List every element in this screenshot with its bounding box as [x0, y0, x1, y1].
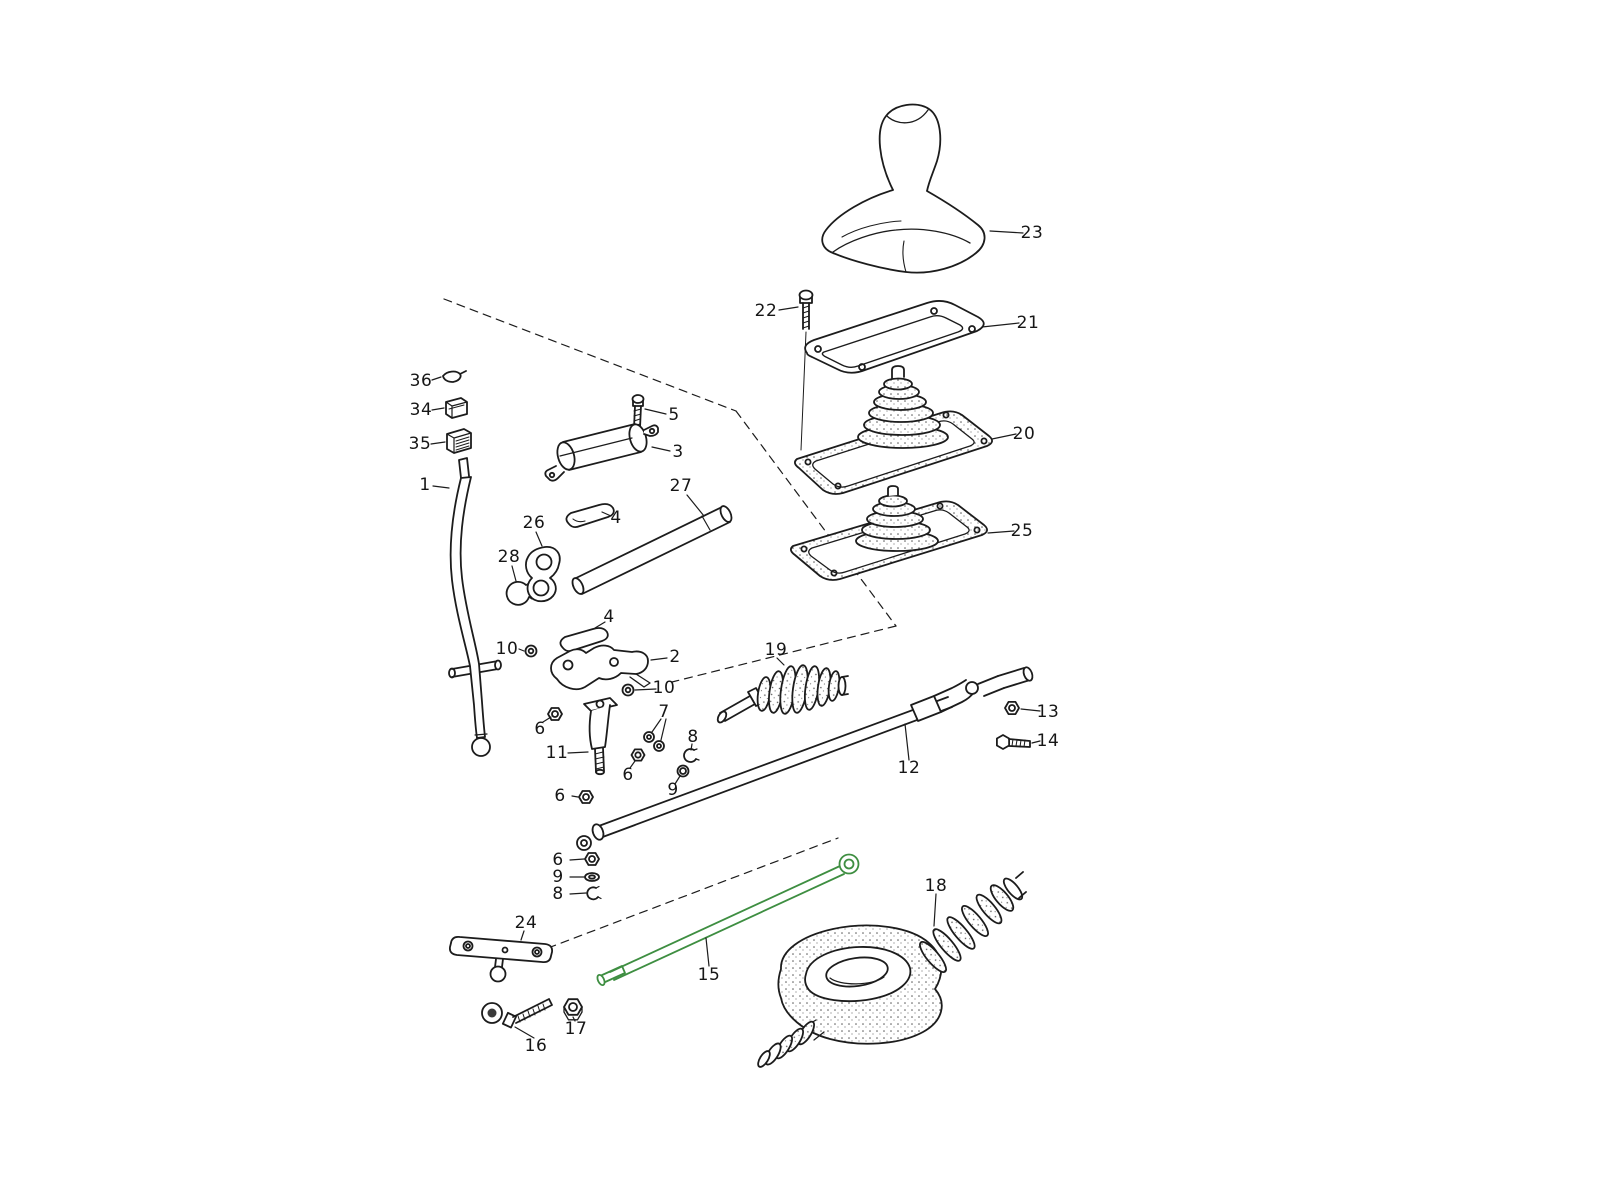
part-3-clamp	[544, 423, 659, 482]
part-label-20: 20	[1012, 424, 1036, 444]
part-label-5: 5	[668, 405, 680, 425]
part-label-21: 21	[1016, 313, 1040, 333]
part-label-14: 14	[1036, 731, 1060, 751]
part-label-8: 8	[687, 727, 699, 747]
part-4-bearing-shell-upper	[565, 503, 615, 529]
part-10-washer-b	[621, 683, 635, 697]
part-6-nut-d	[584, 852, 600, 866]
part-17-nut	[563, 998, 583, 1021]
part-label-10: 10	[495, 639, 519, 659]
part-label-4: 4	[603, 607, 615, 627]
part-label-4: 4	[610, 508, 622, 528]
part-8-clip	[683, 748, 700, 763]
part-13-nut	[1004, 701, 1020, 715]
part-19-bellows	[716, 664, 849, 724]
part-7-washers	[643, 731, 665, 752]
part-label-6: 6	[554, 786, 566, 806]
part-label-25: 25	[1010, 521, 1034, 541]
part-23-shift-knob-boot	[821, 103, 986, 274]
leader-lines	[430, 230, 1041, 1039]
part-22-screw	[798, 289, 814, 330]
part-label-6: 6	[622, 765, 634, 785]
part-20-boot-plate	[794, 365, 993, 495]
part-36-clip	[442, 370, 467, 383]
part-label-22: 22	[754, 301, 778, 321]
part-34-block	[445, 397, 468, 419]
part-label-35: 35	[408, 434, 432, 454]
part-label-9: 9	[667, 780, 679, 800]
part-label-24: 24	[514, 913, 538, 933]
part-label-10: 10	[652, 678, 676, 698]
part-label-36: 36	[409, 371, 433, 391]
part-14-bolt	[996, 734, 1031, 750]
part-label-15: 15	[697, 965, 721, 985]
part-18-tunnel-boot	[757, 871, 1027, 1068]
part-label-19: 19	[764, 640, 788, 660]
part-label-2: 2	[669, 647, 681, 667]
construction-lines	[443, 298, 897, 949]
part-35-ribbed-block	[446, 428, 472, 454]
part-15-selector-rod-highlighted	[596, 853, 860, 987]
part-2-shift-base	[550, 644, 651, 691]
part-6-nut-b	[630, 748, 646, 762]
part-label-8: 8	[552, 884, 564, 904]
part-label-1: 1	[419, 475, 431, 495]
part-label-16: 16	[524, 1036, 548, 1056]
part-16-ball-bolt	[481, 998, 553, 1029]
part-label-13: 13	[1036, 702, 1060, 722]
part-5-screw	[631, 394, 645, 429]
part-21-frame-gasket	[804, 300, 985, 374]
part-label-27: 27	[669, 476, 693, 496]
part-11-bracket	[583, 697, 618, 776]
part-label-6: 6	[534, 719, 546, 739]
part-25-boot-plate-lower	[790, 485, 988, 581]
part-label-28: 28	[497, 547, 521, 567]
part-label-34: 34	[409, 400, 433, 420]
part-label-9: 9	[552, 867, 564, 887]
part-label-26: 26	[522, 513, 546, 533]
part-label-6: 6	[552, 850, 564, 870]
part-label-11: 11	[545, 743, 569, 763]
part-8-clip-b	[586, 885, 602, 901]
part-label-18: 18	[924, 876, 948, 896]
part-label-3: 3	[672, 442, 684, 462]
part-27-tube	[571, 505, 733, 595]
part-1-shift-lever	[448, 457, 502, 757]
part-label-12: 12	[897, 758, 921, 778]
part-24-plate	[448, 935, 554, 983]
part-9-ring-b	[584, 872, 600, 882]
part-6-nut-c	[578, 790, 594, 804]
part-12-shift-rod	[576, 666, 1034, 851]
part-9-ring	[676, 764, 690, 778]
part-label-23: 23	[1020, 223, 1044, 243]
part-label-17: 17	[564, 1019, 588, 1039]
part-26-bracket	[525, 546, 561, 603]
part-label-7: 7	[658, 702, 670, 722]
part-28-snap-ring	[505, 580, 533, 606]
part-10-washer-a	[524, 644, 538, 658]
